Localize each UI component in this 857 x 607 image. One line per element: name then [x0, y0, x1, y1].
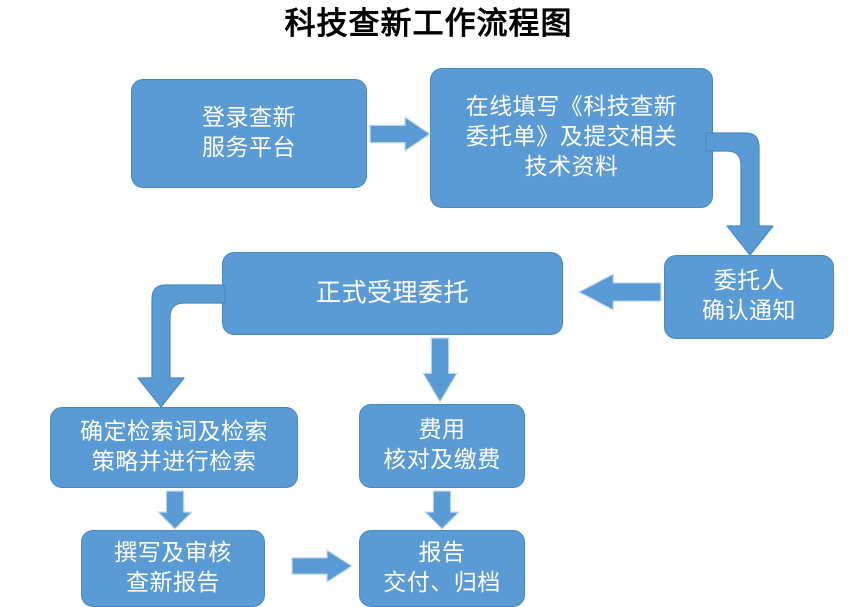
connector-write-to-deliver	[291, 548, 354, 584]
connector-login-to-form	[369, 115, 432, 153]
arrow-glyph	[577, 273, 662, 311]
flow-node-login[interactable]: 登录查新 服务平台	[131, 79, 367, 188]
flow-node-confirm[interactable]: 委托人 确认通知	[664, 255, 834, 339]
connector-accept-to-fee	[421, 337, 459, 404]
flow-node-label: 报告 交付、归档	[383, 539, 501, 596]
connector-fee-to-deliver	[423, 490, 461, 530]
flow-node-write[interactable]: 撰写及审核 查新报告	[81, 530, 265, 607]
arrow-glyph	[423, 490, 461, 530]
arrow-glyph	[137, 284, 226, 408]
page-title: 科技查新工作流程图	[284, 6, 573, 42]
connector-accept-to-search	[137, 284, 226, 408]
flow-node-label: 确定检索词及检索 策略并进行检索	[80, 418, 268, 475]
arrow-glyph	[705, 132, 774, 256]
arrow-glyph	[291, 548, 354, 584]
flow-node-label: 费用 核对及缴费	[383, 417, 501, 473]
flow-node-search[interactable]: 确定检索词及检索 策略并进行检索	[50, 407, 298, 488]
flow-node-label: 在线填写《科技查新 委托单》及提交相关 技术资料	[465, 94, 678, 180]
flow-node-form[interactable]: 在线填写《科技查新 委托单》及提交相关 技术资料	[430, 68, 713, 208]
flow-node-label: 委托人 确认通知	[702, 268, 796, 324]
flow-node-label: 登录查新 服务平台	[202, 104, 296, 161]
connector-confirm-to-accept	[577, 273, 662, 311]
arrow-glyph	[369, 115, 432, 153]
flow-node-label: 撰写及审核 查新报告	[114, 539, 232, 596]
connector-search-to-write	[156, 490, 194, 530]
arrow-glyph	[421, 337, 459, 404]
arrow-glyph	[156, 490, 194, 530]
flow-node-deliver[interactable]: 报告 交付、归档	[359, 530, 525, 607]
flow-node-label: 正式受理委托	[315, 278, 469, 308]
flow-node-fee[interactable]: 费用 核对及缴费	[359, 404, 525, 488]
flow-node-accept[interactable]: 正式受理委托	[222, 252, 563, 335]
connector-form-to-confirm	[705, 132, 774, 256]
